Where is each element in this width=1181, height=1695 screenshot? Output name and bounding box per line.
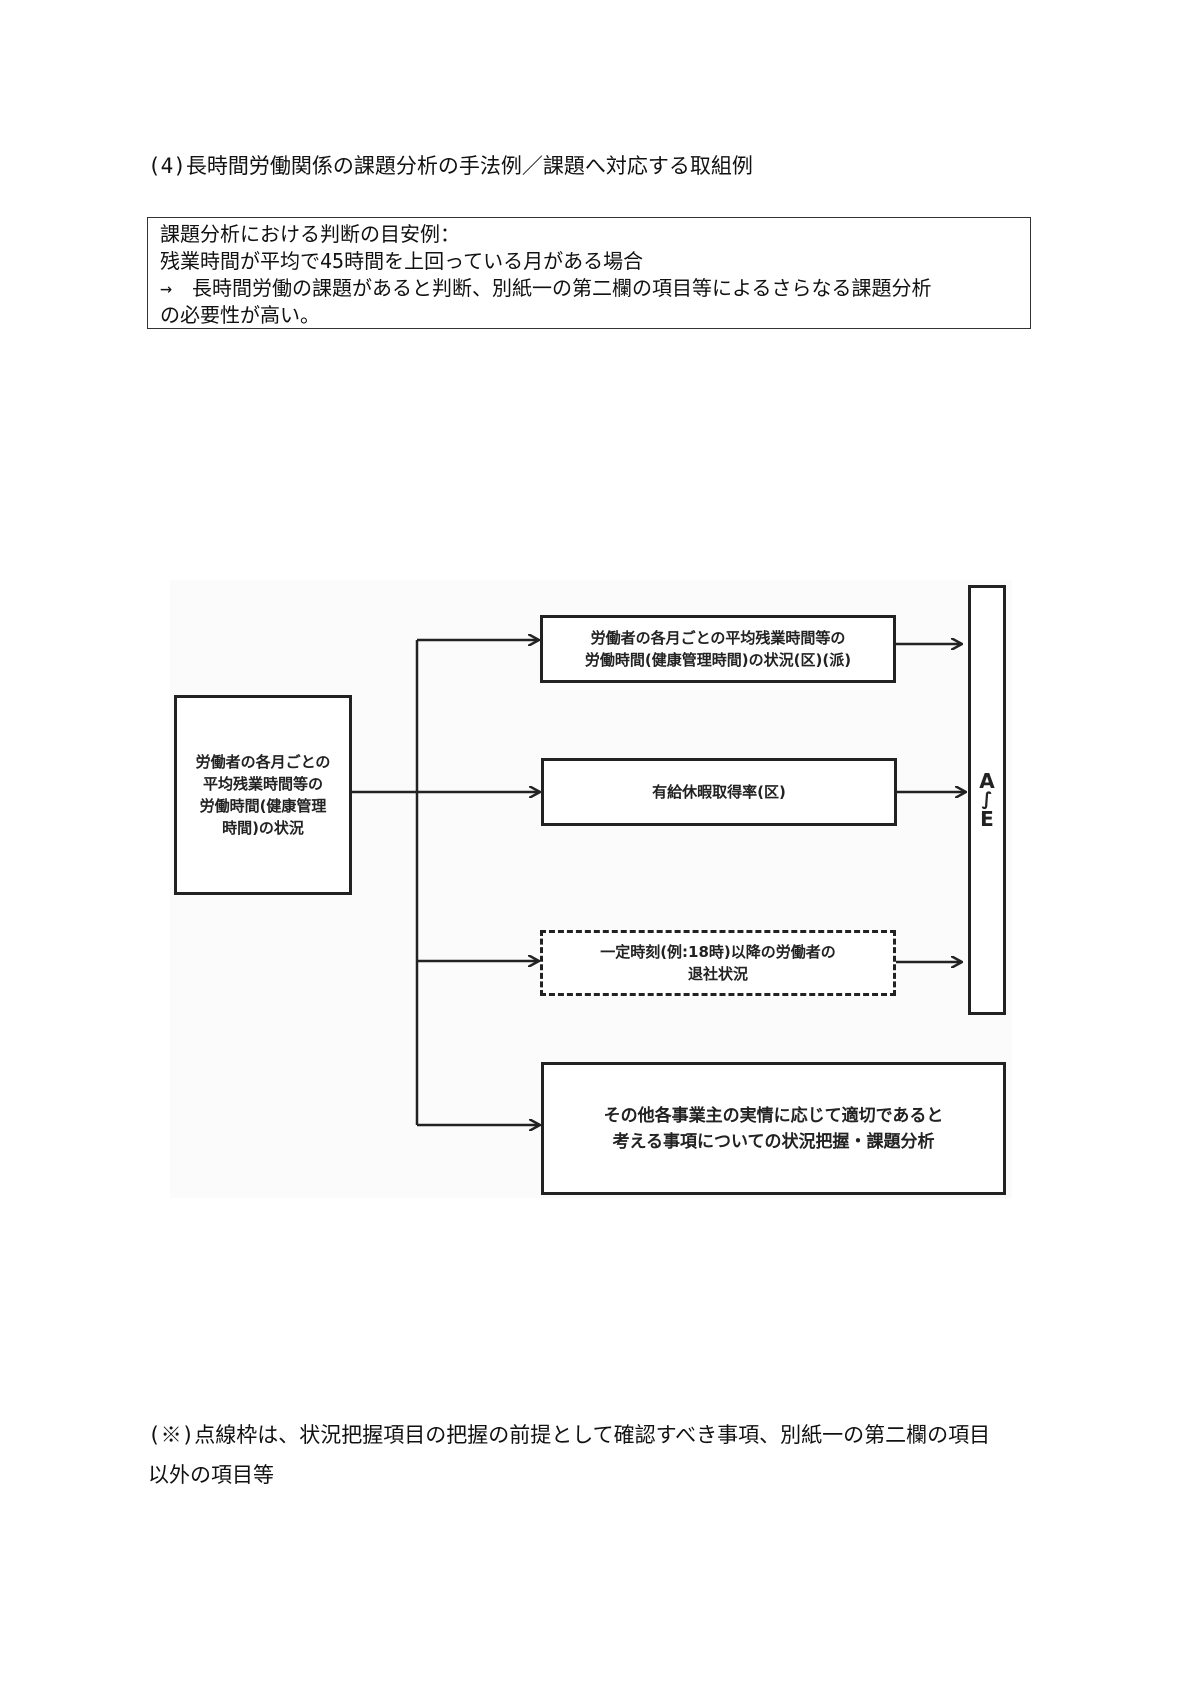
criteria-box: 課題分析における判断の目安例： 残業時間が平均で45時間を上回っている月がある場… — [147, 217, 1031, 329]
criteria-line-2: 残業時間が平均で45時間を上回っている月がある場合 — [160, 249, 644, 273]
hours-line-1: 労働者の各月ごとの平均残業時間等の — [590, 629, 846, 647]
source-line-2: 平均残業時間等の — [202, 775, 323, 793]
paid-leave-rate-box: 有給休暇取得率(区) — [541, 758, 897, 826]
ae-bottom-letter: E — [980, 807, 994, 831]
criteria-line-4: の必要性が高い。 — [160, 303, 320, 327]
exit-line-2: 退社状況 — [687, 965, 748, 983]
ae-range-mark: ∫ — [981, 789, 993, 810]
source-line-4: 時間)の状況 — [222, 819, 304, 837]
source-line-1: 労働者の各月ごとの — [195, 753, 331, 771]
exit-line-1: 一定時刻(例:18時)以降の労働者の — [600, 943, 836, 961]
hours-line-2: 労働時間(健康管理時間)の状況(区)(派) — [584, 651, 852, 669]
footnote-line-1: (※)点線枠は、状況把握項目の把握の前提として確認すべき事項、別紙一の第二欄の項… — [148, 1423, 991, 1447]
footnote: (※)点線枠は、状況把握項目の把握の前提として確認すべき事項、別紙一の第二欄の項… — [148, 1415, 1038, 1495]
analysis-flow-diagram: 労働者の各月ごとの 平均残業時間等の 労働時間(健康管理 時間)の状況 労働者の… — [170, 580, 1012, 1198]
footnote-line-2: 以外の項目等 — [148, 1463, 274, 1487]
criteria-line-3: → 長時間労働の課題があると判断、別紙一の第二欄の項目等によるさらなる課題分析 — [160, 276, 932, 300]
ae-top-letter: A — [979, 769, 995, 793]
other-line-2: 考える事項についての状況把握・課題分析 — [612, 1131, 935, 1152]
section-heading: (4)長時間労働関係の課題分析の手法例／課題へ対応する取組例 — [148, 154, 753, 178]
source-status-box: 労働者の各月ごとの 平均残業時間等の 労働時間(健康管理 時間)の状況 — [174, 695, 352, 895]
leave-line-1: 有給休暇取得率(区) — [652, 783, 786, 801]
flow-connectors — [352, 580, 1012, 1198]
exit-time-status-box: 一定時刻(例:18時)以降の労働者の 退社状況 — [540, 930, 896, 996]
a-to-e-box: A ∫ E — [968, 585, 1006, 1015]
criteria-line-1: 課題分析における判断の目安例： — [160, 222, 460, 246]
other-line-1: その他各事業主の実情に応じて適切であると — [603, 1105, 944, 1126]
overtime-hours-box: 労働者の各月ごとの平均残業時間等の 労働時間(健康管理時間)の状況(区)(派) — [540, 615, 896, 683]
other-items-box: その他各事業主の実情に応じて適切であると 考える事項についての状況把握・課題分析 — [541, 1062, 1006, 1195]
source-line-3: 労働時間(健康管理 — [199, 797, 327, 815]
